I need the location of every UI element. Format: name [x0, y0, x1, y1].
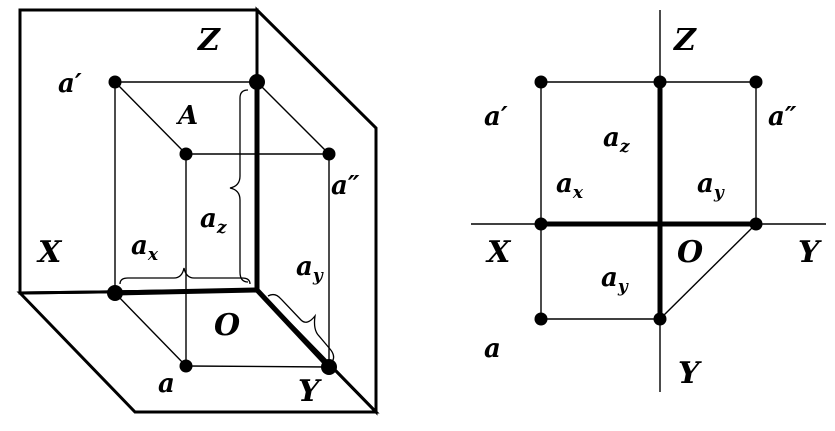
- label-Y-left: Y: [298, 374, 322, 409]
- label-Z-right: Z: [673, 23, 697, 58]
- label-Y-bottom: Y: [678, 356, 702, 391]
- h-plane-outline: [16, 288, 380, 414]
- label-ay-lower-right: ay: [601, 263, 629, 297]
- label-ax-right: ax: [556, 169, 584, 203]
- label-O-right: O: [677, 235, 703, 270]
- ax-brace: [119, 267, 251, 285]
- point-a-double-prime: [322, 147, 336, 161]
- label-a-prime-right: a′: [484, 102, 508, 132]
- label-ax-left: ax: [131, 231, 159, 265]
- projection-lines-2d: [540, 81, 757, 320]
- label-a-double-prime-right: a″: [768, 102, 797, 132]
- label-ay-upper-right: ay: [697, 169, 725, 203]
- left-points: [107, 74, 337, 375]
- x-axis-3d: [114, 287, 258, 296]
- label-ay-left: ay: [296, 252, 324, 286]
- label-Y-right: Y: [798, 235, 822, 270]
- point-a-prime-2d: [534, 75, 548, 89]
- az-brace: [229, 89, 249, 283]
- right-points: [534, 75, 763, 326]
- ay-brace: [267, 293, 335, 363]
- point-az: [249, 74, 265, 90]
- right-2d-figure: Z a′ a″ az ax ay X O Y ay a Y: [471, 10, 826, 392]
- label-Z-left: Z: [197, 23, 221, 58]
- y-axis-3d: [255, 288, 331, 369]
- left-3d-figure: Z a′ A a″ az X ax ay O a Y: [16, 6, 380, 416]
- point-ay-w-2d: [749, 217, 763, 231]
- label-a-prime-left: a′: [58, 69, 82, 99]
- label-a-left: a: [158, 369, 175, 399]
- point-a-2d: [534, 312, 548, 326]
- point-ay-h-2d: [653, 312, 667, 326]
- point-a: [179, 359, 193, 373]
- label-O-left: O: [214, 308, 240, 343]
- label-A-left: A: [175, 101, 198, 131]
- point-a-double-prime-2d: [749, 75, 763, 89]
- point-ax: [107, 285, 123, 301]
- point-A: [179, 147, 193, 161]
- point-a-prime: [108, 75, 122, 89]
- point-az-2d: [653, 75, 667, 89]
- label-az-left: az: [200, 204, 227, 238]
- label-a-double-prime-left: a″: [331, 171, 360, 201]
- label-az-right: az: [603, 123, 630, 157]
- point-ax-2d: [534, 217, 548, 231]
- label-X-left: X: [36, 235, 63, 270]
- label-a-right: a: [484, 334, 501, 364]
- label-X-right: X: [485, 235, 512, 270]
- point-ay: [321, 359, 337, 375]
